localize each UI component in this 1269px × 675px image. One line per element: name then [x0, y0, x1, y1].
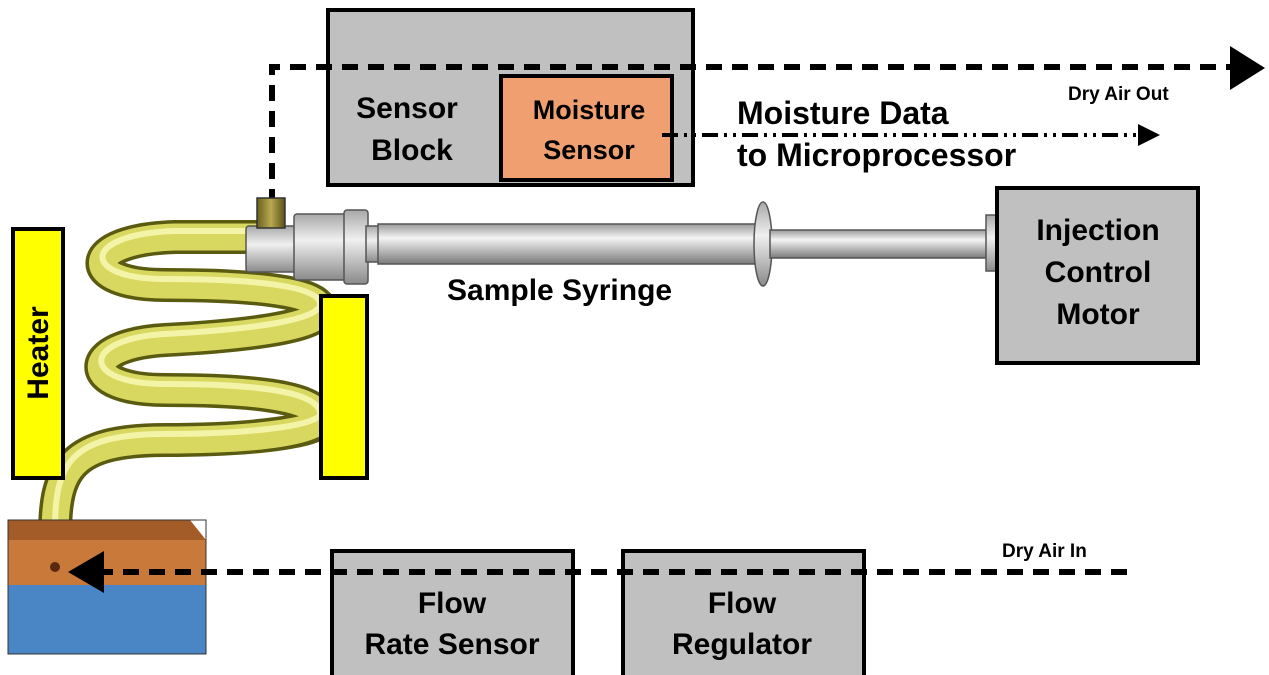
- sensor-block-label-line2: Block: [371, 134, 453, 167]
- sample-syringe: [245, 197, 1001, 287]
- flow-regulator-label-line1: Flow: [708, 587, 777, 620]
- flow-rate-sensor-label-line2: Rate Sensor: [364, 628, 539, 661]
- flow-rate-sensor-label-line1: Flow: [418, 587, 487, 620]
- heater-left-plate: Heater: [11, 227, 65, 480]
- moisture-sensor: Moisture Sensor: [499, 74, 674, 182]
- flow-regulator-label-line2: Regulator: [672, 628, 812, 661]
- moisture-data-label-line2: to Microprocessor: [737, 137, 1016, 173]
- dry-air-out-line: [269, 46, 1265, 205]
- sensor-block-label-line1: Sensor: [356, 92, 458, 125]
- heater-coil: [38, 220, 338, 552]
- heater-right-plate: [319, 294, 369, 480]
- flow-regulator: Flow Regulator: [621, 549, 866, 675]
- dry-air-in-label: Dry Air In: [1002, 541, 1087, 562]
- sample-syringe-label: Sample Syringe: [447, 274, 672, 307]
- moisture-sensor-label-line1: Moisture: [533, 95, 646, 125]
- injection-control-motor: Injection Control Motor: [995, 186, 1200, 365]
- dry-air-in-arrowhead: [68, 551, 104, 593]
- flow-rate-sensor: Flow Rate Sensor: [330, 549, 575, 675]
- motor-label-line2: Control: [1045, 256, 1152, 289]
- moisture-data-line: [662, 124, 1160, 146]
- moisture-sensor-label-line2: Sensor: [543, 135, 635, 165]
- dry-air-out-label: Dry Air Out: [1068, 84, 1169, 105]
- dry-air-in-line: [68, 551, 1127, 593]
- dry-air-out-arrowhead: [1230, 46, 1265, 90]
- inlet-port: [50, 562, 60, 572]
- moisture-data-arrowhead: [1138, 124, 1160, 146]
- motor-label-line1: Injection: [1036, 214, 1159, 247]
- moisture-data-label-line1: Moisture Data: [737, 95, 949, 131]
- heater-label: Heater: [22, 306, 55, 400]
- inlet-block: [7, 519, 207, 655]
- motor-label-line3: Motor: [1056, 298, 1140, 331]
